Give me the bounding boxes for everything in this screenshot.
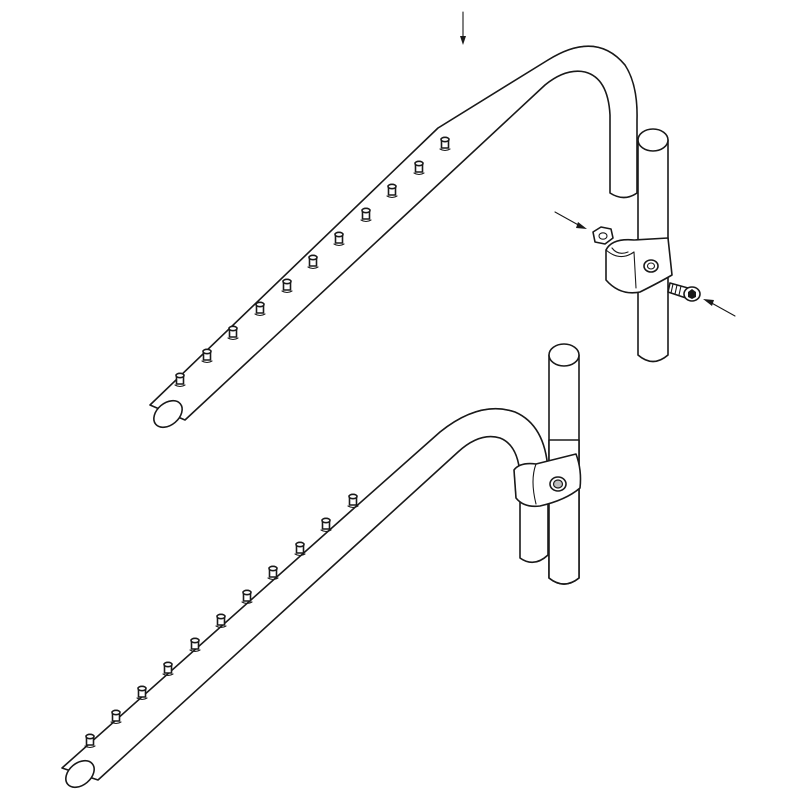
hook-10 [413,160,425,176]
hook-8 [360,207,372,223]
hook-9 [294,541,306,557]
hook-3 [136,685,148,701]
lower-clamp [513,453,582,508]
upper-bracket-arm [149,45,638,429]
clamp-bolt [667,282,701,302]
hook-2 [110,709,122,725]
hook-6 [215,613,227,629]
hook-11 [347,493,359,509]
hook-8 [267,565,279,581]
hook-11 [439,136,451,152]
lower-bracket-arm [61,407,549,789]
clamp-nut [592,226,614,245]
lower-bracket-hooks [84,493,359,749]
hook-10 [320,517,332,533]
hook-6 [307,254,319,270]
hook-3 [227,325,239,341]
hook-5 [189,637,201,653]
insert-arrow [460,11,466,45]
hook-1 [84,733,96,749]
hook-5 [281,278,293,294]
hook-7 [241,589,253,605]
hook-1 [174,372,186,388]
hook-2 [201,348,213,364]
bolt-arrow [703,299,736,317]
hook-4 [254,301,266,317]
upper-clamp [605,237,673,294]
hook-7 [333,231,345,247]
hook-4 [162,661,174,677]
nut-arrow [554,211,587,229]
hook-9 [386,183,398,199]
